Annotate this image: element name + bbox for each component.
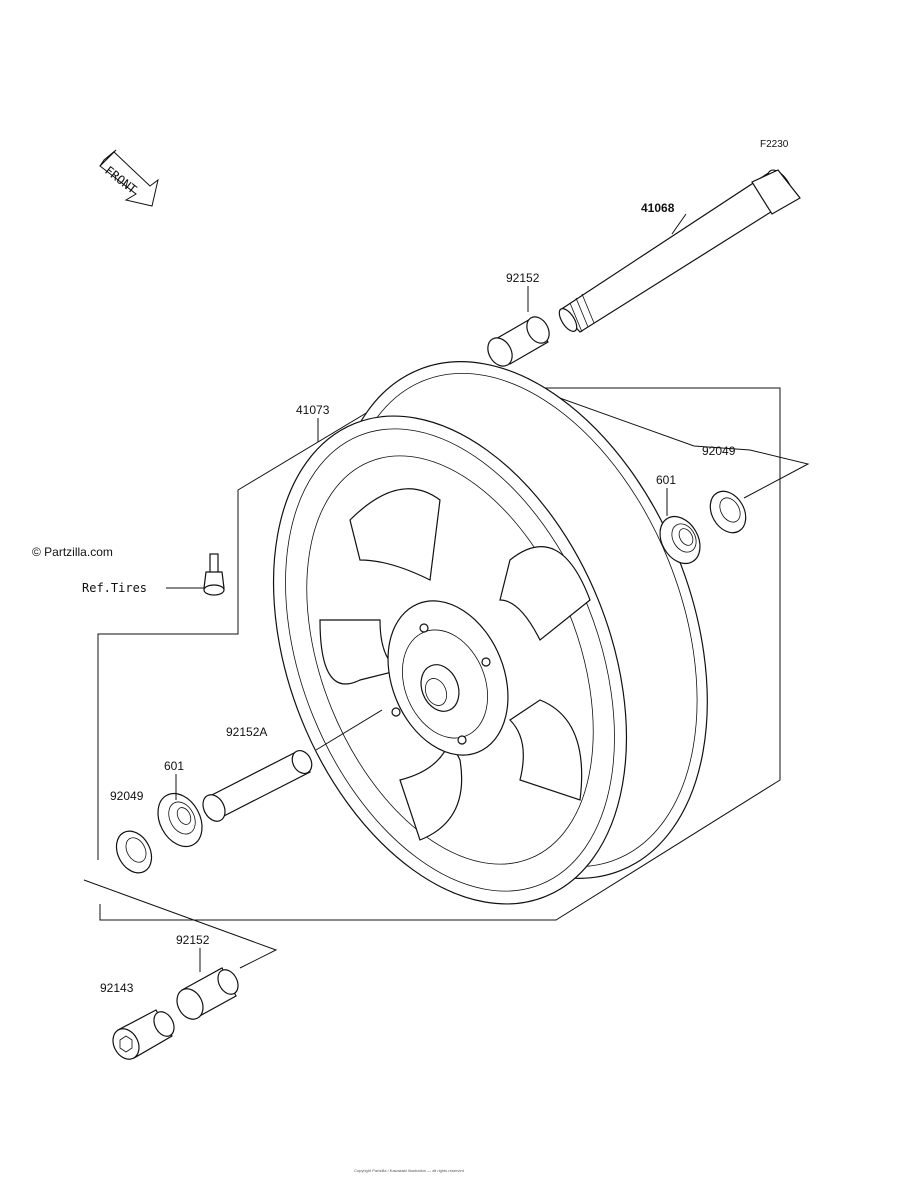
callout-bearing-right: 601 [656, 473, 676, 487]
collar-top [487, 316, 550, 367]
assembly-line-lower-left [83, 879, 278, 969]
callout-spacer: 92152A [226, 725, 267, 739]
callout-axle: 41068 [641, 201, 675, 215]
assembly-line-frame-left [97, 387, 409, 860]
callout-seal-right: 92049 [702, 444, 736, 458]
leader-axle [671, 213, 687, 235]
callout-collar-bottom: 92152 [176, 933, 210, 947]
bearing-left [157, 792, 203, 848]
callout-wheel: 41073 [296, 403, 330, 417]
diagram-code: F2230 [760, 139, 789, 150]
assembly-line-upper-right [475, 367, 810, 499]
front-arrow-icon: FRONT [99, 149, 159, 207]
callout-nut: 92143 [100, 981, 134, 995]
spacer [202, 749, 313, 822]
callout-bearing-left: 601 [164, 759, 184, 773]
collar-bottom [176, 967, 239, 1020]
callout-seal-left: 92049 [110, 789, 144, 803]
leader-spacer [315, 709, 383, 751]
nut [112, 1009, 175, 1060]
axle [558, 169, 801, 333]
valve-stem [203, 553, 225, 596]
seal-left [115, 830, 153, 874]
assembly-line-frame-right [99, 387, 781, 921]
callout-ref-tires: Ref.Tires [82, 581, 147, 595]
callout-collar-top: 92152 [506, 271, 540, 285]
wheel [272, 361, 708, 905]
watermark: © Partzilla.com [32, 545, 113, 559]
seal-right [709, 490, 747, 534]
footer-copyright: Copyright Partzilla / Kawasaki illustrat… [354, 1168, 464, 1173]
bearing-right [659, 515, 701, 565]
front-arrow-label: FRONT [102, 163, 139, 196]
